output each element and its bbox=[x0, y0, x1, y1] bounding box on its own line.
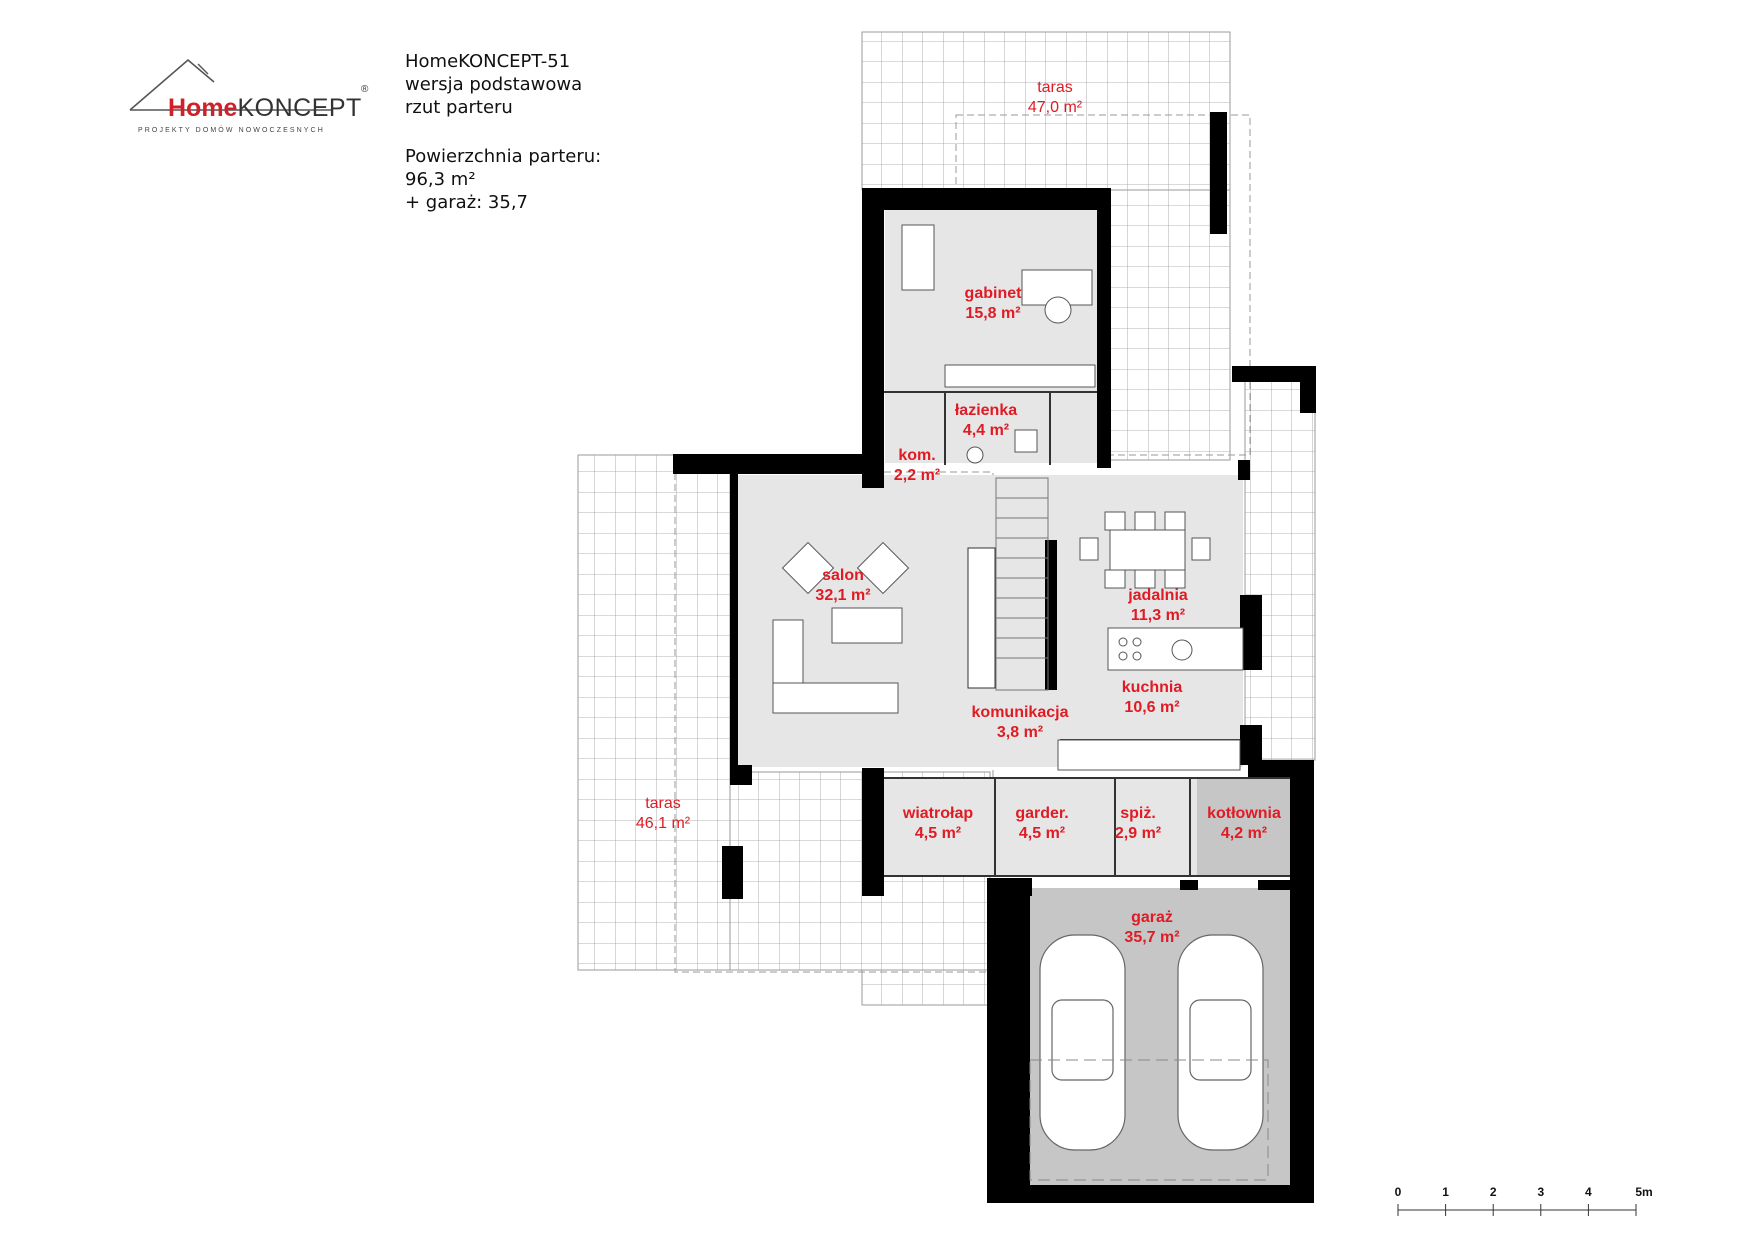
scale-tick-label: 3 bbox=[1537, 1185, 1544, 1199]
room-name-gabinet: gabinet bbox=[965, 285, 1023, 302]
room-area-jadalnia: 11,3 m² bbox=[1131, 607, 1185, 624]
room-name-garaz: garaż bbox=[1131, 909, 1173, 926]
terrace-north bbox=[861, 31, 1251, 461]
area-label: Powierzchnia parteru: bbox=[405, 146, 602, 167]
room-area-gabinet: 15,8 m² bbox=[965, 305, 1020, 322]
room-area-lazienka: 4,4 m² bbox=[963, 422, 1009, 439]
homekoncept-logo: HomeKONCEPT ® PROJEKTY DOMÓW NOWOCZESNYC… bbox=[128, 56, 378, 146]
room-area-spiz: 2,9 m² bbox=[1115, 825, 1161, 842]
garage-area: + garaż: 35,7 bbox=[405, 192, 529, 213]
gabinet-furniture bbox=[901, 224, 1096, 388]
room-name-lazienka: łazienka bbox=[955, 402, 1017, 419]
project-title-block: HomeKONCEPT-51 wersja podstawowa rzut pa… bbox=[405, 50, 582, 119]
project-plan: rzut parteru bbox=[405, 97, 513, 118]
room-area-garaz: 35,7 m² bbox=[1124, 929, 1179, 946]
room-area-kom: 2,2 m² bbox=[894, 467, 940, 484]
dining-table bbox=[1079, 511, 1211, 589]
stairs bbox=[995, 477, 1049, 691]
scale-tick-label: 4 bbox=[1585, 1185, 1592, 1199]
room-area-kotlownia: 4,2 m² bbox=[1221, 825, 1267, 842]
logo-koncept-text: KONCEPT bbox=[237, 94, 362, 122]
scale-tick-label: 5m bbox=[1635, 1185, 1652, 1199]
terrace-east bbox=[1244, 379, 1316, 761]
room-name-salon: salon bbox=[822, 567, 864, 584]
room-area-salon: 32,1 m² bbox=[815, 587, 870, 604]
room-name-taras-west: taras bbox=[645, 795, 681, 812]
logo-home-text: Home bbox=[168, 94, 238, 122]
project-name: HomeKONCEPT-51 bbox=[405, 51, 571, 72]
walls bbox=[673, 112, 1316, 1203]
room-area-kuchnia: 10,6 m² bbox=[1124, 699, 1179, 716]
logo-wordmark: HomeKONCEPT bbox=[168, 94, 362, 123]
room-name-wiatrolap: wiatrołap bbox=[902, 805, 973, 822]
area-summary: Powierzchnia parteru: 96,3 m² + garaż: 3… bbox=[405, 145, 601, 214]
logo-tagline: PROJEKTY DOMÓW NOWOCZESNYCH bbox=[138, 127, 325, 134]
room-name-taras-north: taras bbox=[1037, 79, 1073, 96]
room-labels: taras 47,0 m² gabinet 15,8 m² łazienka 4,4 m²… bbox=[636, 79, 1281, 946]
salon-furniture bbox=[772, 541, 910, 714]
room-name-jadalnia: jadalnia bbox=[1127, 587, 1188, 604]
room-name-garder: garder. bbox=[1015, 805, 1068, 822]
room-area-wiatrolap: 4,5 m² bbox=[915, 825, 961, 842]
room-area-komunikacja: 3,8 m² bbox=[997, 724, 1043, 741]
garage-cars bbox=[1039, 934, 1264, 1151]
scale-bar: 0 1 2 3 4 5m bbox=[1395, 1185, 1653, 1216]
room-area-garder: 4,5 m² bbox=[1019, 825, 1065, 842]
room-name-kotlownia: kotłownia bbox=[1207, 805, 1281, 822]
room-area-taras-west: 46,1 m² bbox=[636, 815, 691, 832]
room-area-taras-north: 47,0 m² bbox=[1028, 99, 1083, 116]
project-version: wersja podstawowa bbox=[405, 74, 583, 95]
room-name-spiz: spiż. bbox=[1120, 805, 1156, 822]
area-value: 96,3 m² bbox=[405, 169, 476, 190]
kitchen-counter bbox=[1057, 627, 1244, 771]
bathroom-fixtures bbox=[966, 429, 1038, 464]
room-name-kuchnia: kuchnia bbox=[1122, 679, 1183, 696]
terrace-west bbox=[577, 454, 994, 1006]
room-name-kom: kom. bbox=[898, 447, 935, 464]
room-name-komunikacja: komunikacja bbox=[972, 704, 1069, 721]
scale-tick-label: 0 bbox=[1395, 1185, 1402, 1199]
scale-ticks: 0 1 2 3 4 5m bbox=[1395, 1185, 1653, 1216]
scale-tick-label: 1 bbox=[1442, 1185, 1449, 1199]
scale-tick-label: 2 bbox=[1490, 1185, 1497, 1199]
logo-roof-icon bbox=[129, 58, 332, 111]
registered-mark: ® bbox=[361, 84, 369, 95]
